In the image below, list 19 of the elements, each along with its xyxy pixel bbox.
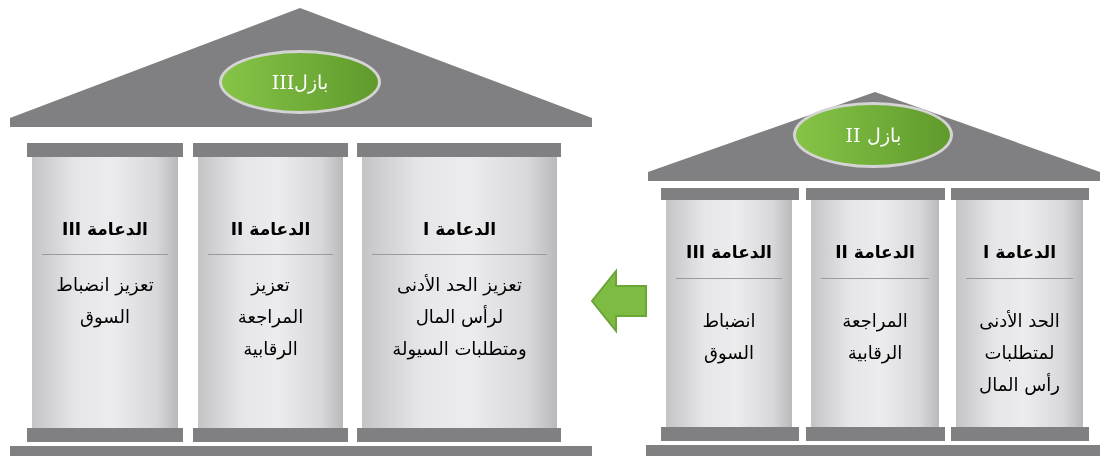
pillar bbox=[956, 200, 1083, 427]
pillar-text: تعزيز انضباط السوق bbox=[55, 273, 155, 330]
pillar bbox=[811, 200, 939, 427]
pillar bbox=[198, 157, 343, 428]
pillar-heading: الدعامة I bbox=[421, 219, 498, 239]
pillar-heading: الدعامة I bbox=[981, 242, 1058, 262]
pillar-heading: الدعامة III bbox=[685, 242, 773, 262]
pillar-text: الحد الأدنى لمتطلبات رأس المال bbox=[978, 309, 1061, 397]
pillar-text: المراجعة الرقابية bbox=[841, 309, 909, 366]
pillar bbox=[32, 157, 178, 428]
pillar-heading: الدعامة II bbox=[834, 242, 916, 262]
pillar-heading: الدعامة III bbox=[61, 219, 149, 239]
pillar bbox=[362, 157, 557, 428]
arrow bbox=[590, 268, 647, 334]
pillar bbox=[666, 200, 792, 427]
pillar-text: انضباط السوق bbox=[701, 309, 757, 366]
pillar-text: تعزيز المراجعة الرقابية bbox=[236, 273, 305, 362]
pillar-text: تعزيز الحد الأدنى لرأس المال ومتطلبات السيولة bbox=[391, 273, 528, 362]
pillar-heading: الدعامة II bbox=[229, 219, 312, 239]
